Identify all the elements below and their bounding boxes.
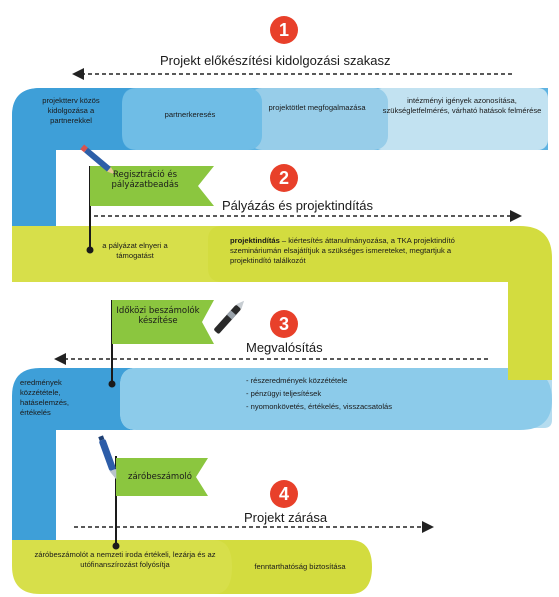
- stage1-block-3: [248, 88, 388, 150]
- stage3-list-item-2: - pénzügyi teljesítések: [246, 389, 322, 398]
- stage2-detail-body: – kiértesítés áttanulmányozása, a TKA pr…: [230, 236, 455, 265]
- stage2-detail-text: projektindítás – kiértesítés áttanulmány…: [230, 236, 470, 266]
- stage3-connector: [508, 360, 552, 380]
- step-2-title: Pályázás és projektindítás: [222, 198, 374, 213]
- step-3-title: Megvalósítás: [246, 340, 323, 355]
- flag4-label: záróbeszámoló: [128, 472, 192, 482]
- pen-icon: [214, 300, 245, 334]
- stage4-arrowhead: [422, 521, 434, 533]
- pencil-icon: [80, 144, 116, 175]
- stage2-arrowhead: [510, 210, 522, 222]
- step-3-badge: 3: [270, 310, 298, 338]
- stage1-block-3-text: projektötlet megfogalmazása: [268, 103, 366, 112]
- flag4-pole-base: [112, 542, 120, 550]
- stage3-block-1: [12, 368, 136, 542]
- stage1-block-4-text: intézményi igények azonosítása, szükségl…: [382, 96, 542, 115]
- stage4-block-1-text: záróbeszámolót a nemzeti iroda értékeli,…: [34, 550, 216, 569]
- stage1-block-1-text: projektterv közös kidolgozása a partnere…: [42, 96, 100, 125]
- flag3-label: Időközi beszámolók készítése: [116, 306, 200, 326]
- stage1-block-1: [12, 88, 136, 232]
- stage3-block-1-text: eredmények közzététele, hatáselemzés, ér…: [20, 378, 69, 417]
- stage2-block-1: [12, 226, 222, 282]
- step-4-badge: 4: [270, 480, 298, 508]
- stage1-block-2-text: partnerkeresés: [164, 110, 216, 119]
- step-1-badge: 1: [270, 16, 298, 44]
- flag3-banner: [112, 300, 214, 344]
- step-4-title: Projekt zárása: [244, 510, 328, 525]
- stage2-block-1-text: a pályázat elnyeri a támogatást: [102, 241, 168, 260]
- fountain-pen-icon: [98, 435, 117, 480]
- flag4-banner: [116, 458, 208, 496]
- step-1-title: Projekt előkészítési kidolgozási szakasz: [160, 53, 391, 68]
- stage1-block-4: [372, 88, 548, 150]
- stage3-list-item-1: - részeredmények közzététele: [246, 376, 348, 385]
- stage2-detail-heading: projektindítás: [230, 236, 280, 245]
- flag2-banner: [90, 166, 214, 206]
- flag2-label: Regisztráció és pályázatbeadás: [111, 170, 179, 190]
- stage4-block-2-text: fenntarthatóság biztosítása: [254, 562, 346, 571]
- step-2-badge: 2: [270, 164, 298, 192]
- stage1-arrowhead: [72, 68, 84, 80]
- flag3-pole-base: [108, 380, 116, 388]
- stage4-block-1: [12, 540, 232, 594]
- stage3-list-item-3: - nyomonkövetés, értékelés, visszacsatol…: [246, 402, 393, 411]
- stage3-list-bg: [120, 368, 552, 430]
- stage3-arrowhead: [54, 353, 66, 365]
- stage4-block-2: [214, 540, 372, 594]
- stage1-block-2: [122, 88, 262, 150]
- flag2-pole-base: [86, 246, 94, 254]
